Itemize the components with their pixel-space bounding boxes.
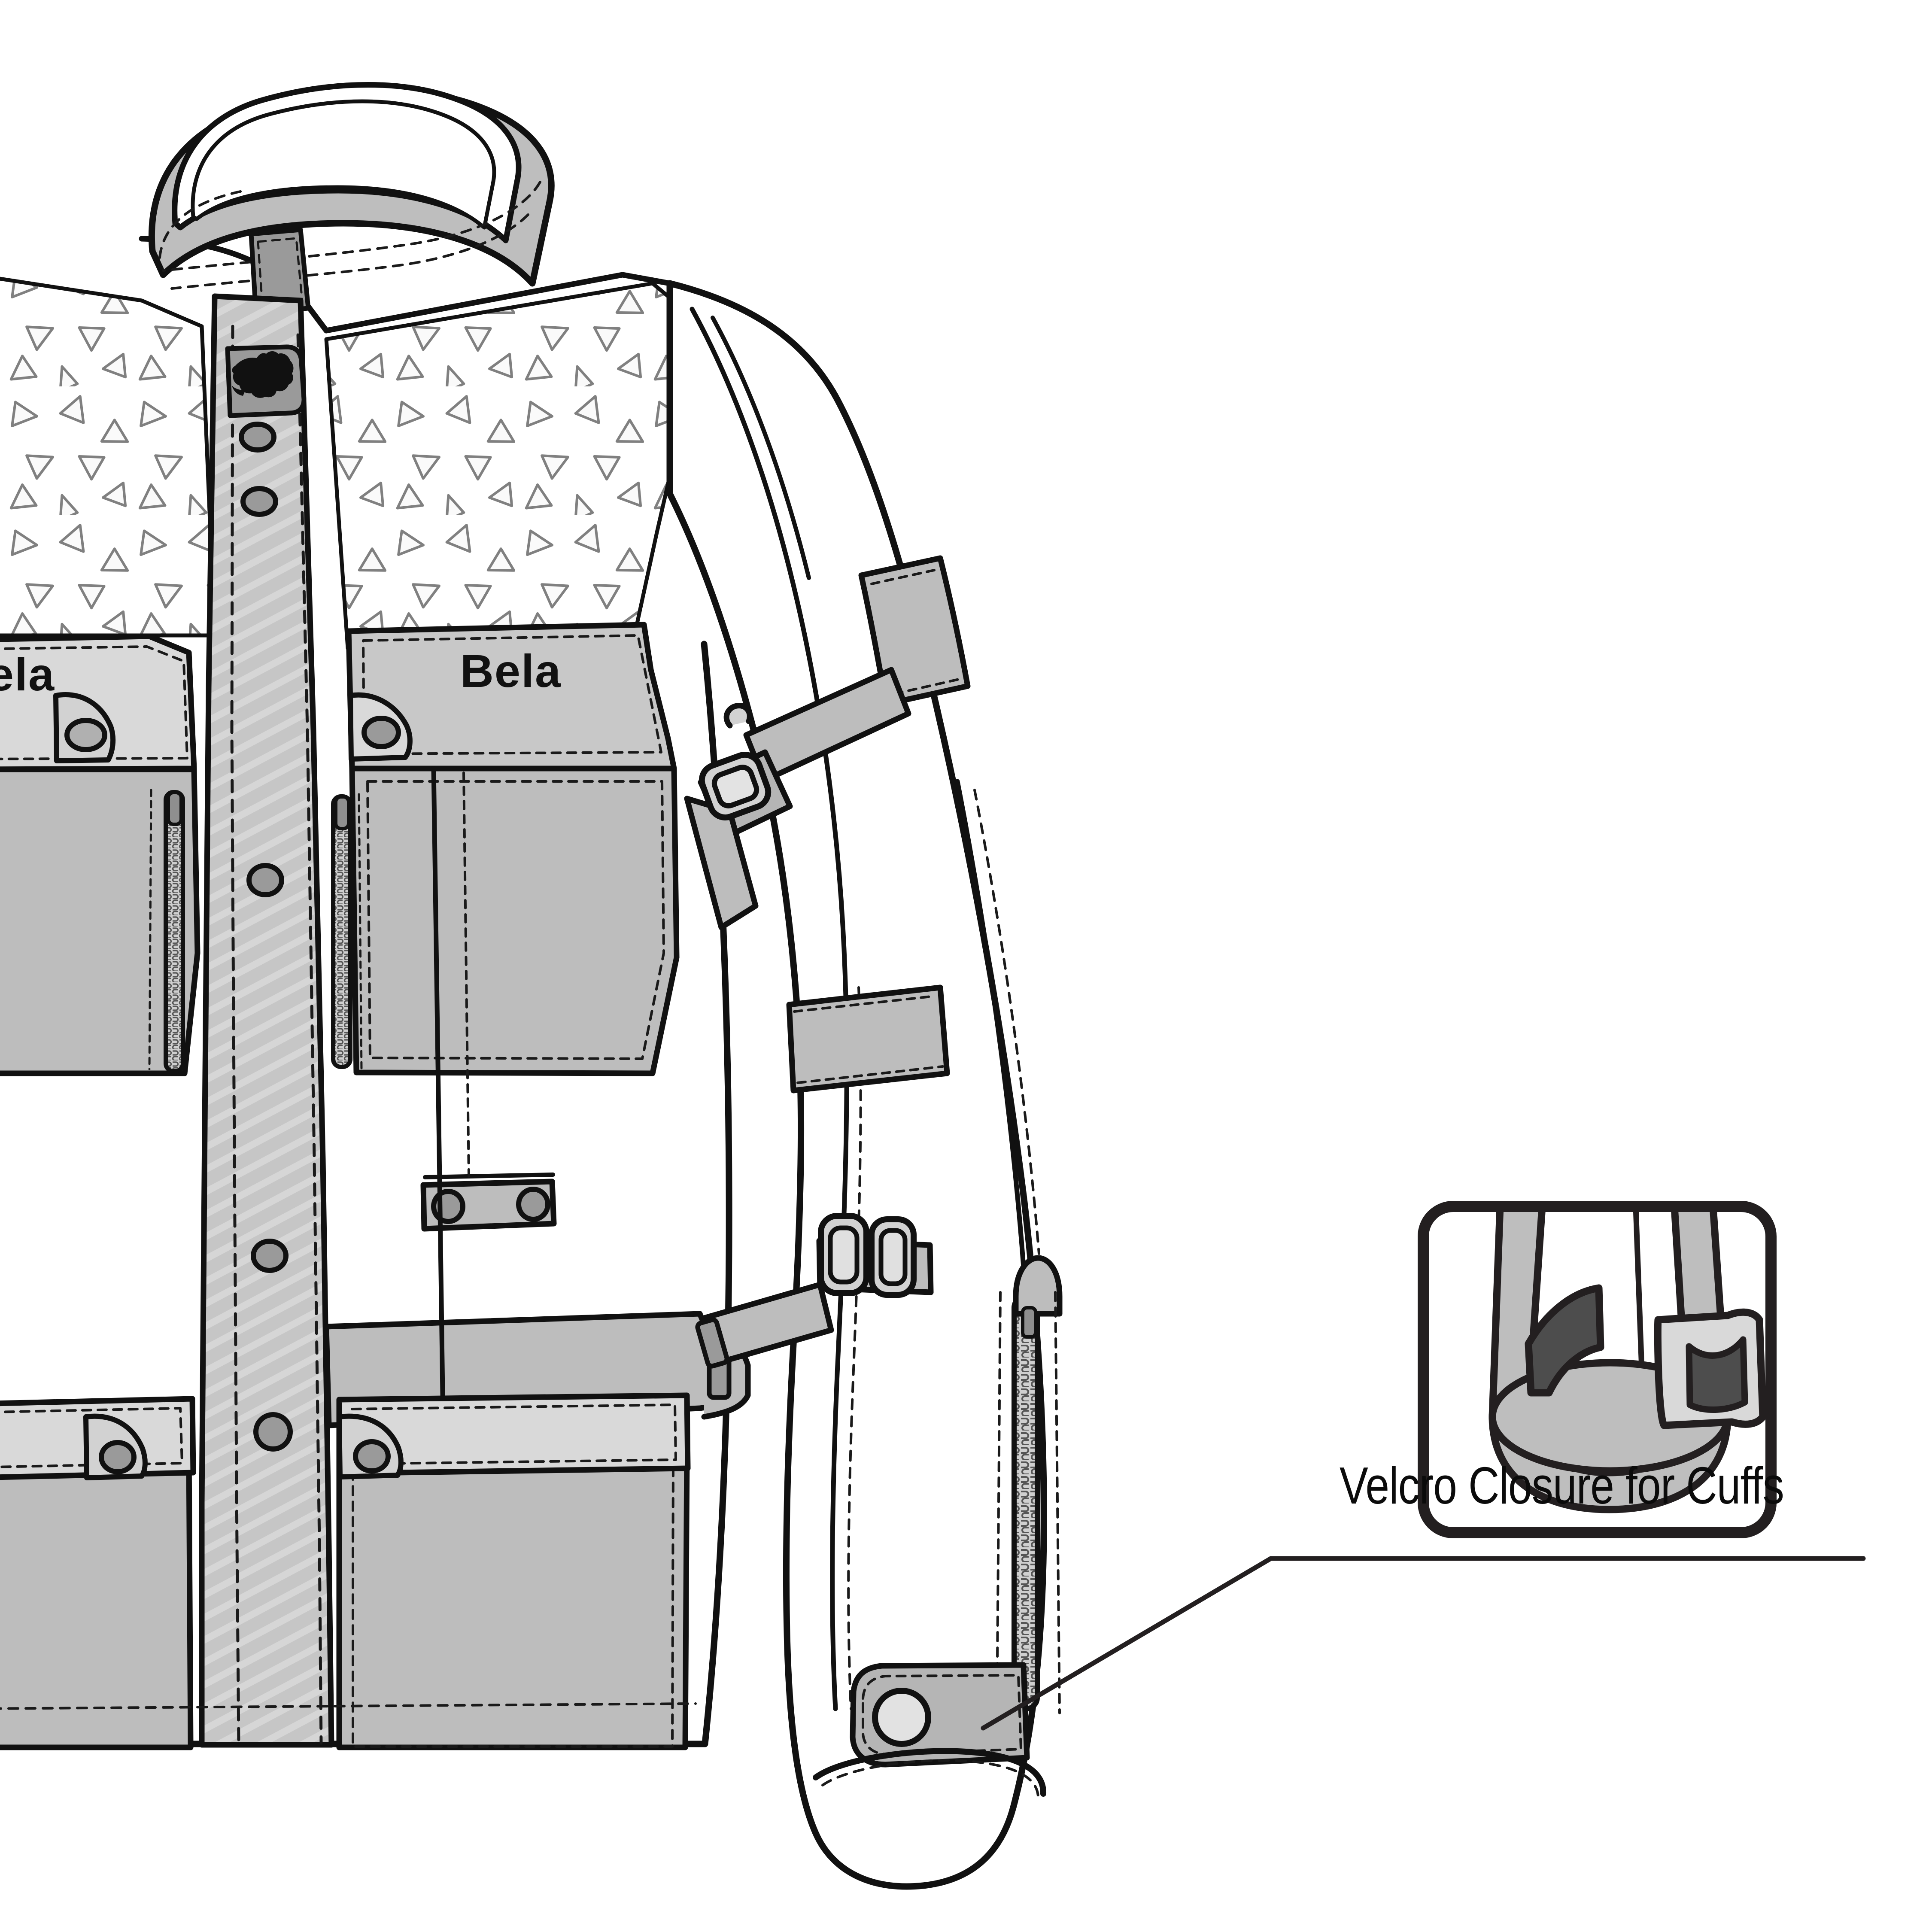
- snap-button-group: [239, 422, 293, 1452]
- chest-vent-zipper-left: [148, 789, 185, 1073]
- lower-cargo-pocket-right: [336, 1392, 691, 1750]
- brand-wordmark-right: Bela: [460, 645, 562, 697]
- snap-button: [251, 1239, 289, 1273]
- snap-button: [246, 863, 284, 897]
- cuff-hem: [813, 1748, 1047, 1797]
- wordmark-text: Bela: [0, 648, 55, 700]
- shoulder-reflective-strip: [858, 555, 971, 707]
- snap-button: [99, 1440, 137, 1474]
- callout-label: Velcro Closure for Cuffs: [1340, 1456, 1784, 1515]
- cuff-snap-button: [872, 1688, 931, 1747]
- mesh-ventilation-panel-left: [0, 276, 217, 638]
- zipper-pull: [334, 795, 350, 830]
- forearm-adjustment-strap: [695, 1213, 934, 1369]
- brand-wordmark-left: Bela: [0, 648, 55, 700]
- wordmark-text: Bela: [460, 645, 562, 697]
- bicep-adjustment-strap: [684, 667, 911, 930]
- brand-emblem-badge: [225, 344, 307, 418]
- callout-leader-line: [981, 1556, 1866, 1731]
- snap-button: [253, 1412, 293, 1452]
- forearm-strap-buckle: [818, 1213, 917, 1298]
- callout-detail-box: [1418, 1201, 1777, 1538]
- snap-button: [361, 716, 401, 749]
- waist-adjust-tab: [420, 1173, 557, 1232]
- sleeve-zipper-pull: [1013, 1255, 1063, 1317]
- elbow-reflective-strip: [786, 984, 950, 1094]
- bicep-strap-buckle: [699, 751, 772, 821]
- chest-vent-zipper-right: [331, 793, 363, 1070]
- snap-button: [353, 1439, 391, 1473]
- roaring-bear-head-emblem: [232, 351, 294, 398]
- velcro-loop-patch-dark: [1525, 1284, 1604, 1397]
- jacket-sleeve: [666, 280, 1063, 1890]
- snap-button: [239, 422, 276, 453]
- chest-pocket-left: [0, 633, 200, 1076]
- zipper-pull: [167, 791, 183, 826]
- lower-cargo-pocket-left: [0, 1396, 196, 1750]
- snap-button: [64, 718, 107, 752]
- snap-button: [240, 486, 278, 517]
- snap-button: [516, 1187, 550, 1222]
- strap-keeper: [695, 1317, 729, 1369]
- stand-collar: [148, 82, 555, 290]
- front-placket-snap-strip: [199, 293, 334, 1748]
- cuff-velcro-tab: [850, 1662, 1030, 1768]
- zipper-slider: [1021, 1306, 1037, 1339]
- velcro-hook-flap-light: [1654, 1308, 1765, 1429]
